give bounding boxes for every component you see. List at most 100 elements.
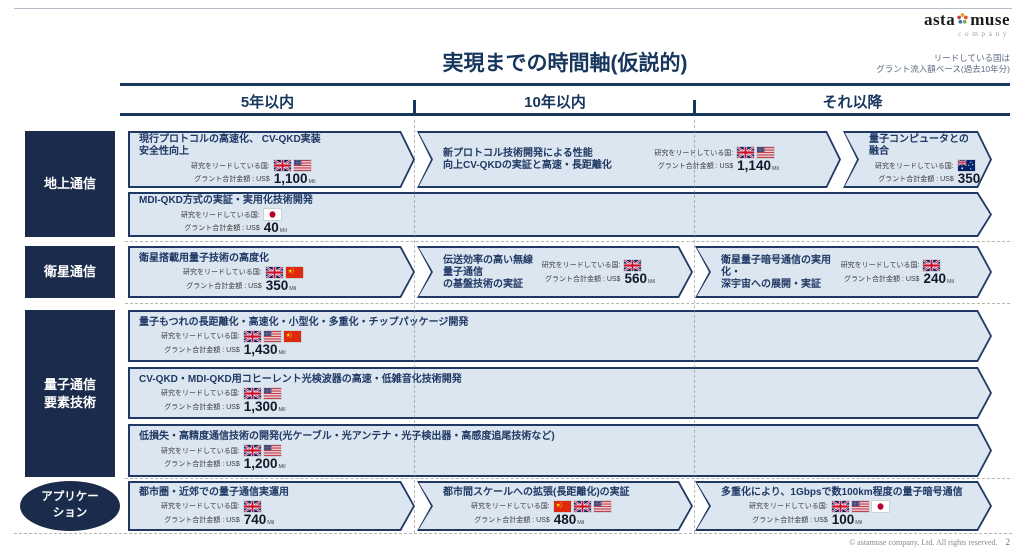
page-number: 2	[1005, 537, 1011, 547]
box-title: 新プロトコル技術開発による性能 向上CV-QKDの実証と高速・長距離化	[443, 148, 612, 171]
grant-amount: 350	[957, 171, 981, 187]
grant-unit: Mil	[946, 278, 954, 285]
lead-countries-flags	[274, 160, 316, 171]
lead-countries-flags	[244, 388, 286, 399]
lead-countries-label: 研究をリードしている国:	[191, 162, 270, 170]
lead-countries-label: 研究をリードしている国:	[875, 162, 954, 170]
astamuse-logo: asta muse company	[924, 11, 1010, 38]
grant-unit: Mil	[577, 519, 585, 526]
lead-countries-flags	[244, 331, 301, 342]
timeline-box: 多重化により、1Gbpsで数100km程度の量子暗号通信研究をリードしている国:…	[695, 481, 992, 531]
timeline-box: 量子もつれの長距離化・高速化・小型化・多重化・チップパッケージ開発研究をリードし…	[128, 310, 992, 362]
grant-amount: 560	[624, 270, 647, 286]
grant-unit: Mil	[771, 166, 779, 173]
grant-amount: 100	[831, 511, 855, 527]
row-label-satellite-comm: 衛星通信	[25, 246, 115, 298]
cn-flag-icon	[284, 331, 301, 342]
timeline-box: MDI-QKD方式の実証・実用化技術開発研究をリードしている国:グラント合計金額…	[128, 192, 992, 237]
logo-flower-icon	[956, 11, 969, 28]
grant-amount: 1,430	[243, 341, 278, 357]
grant-total-label: グラント合計金額 : US$	[843, 275, 920, 283]
copyright-text: © astamuse company, Ltd. All rights rese…	[849, 538, 998, 547]
row-separator-3	[125, 478, 1010, 479]
box-title: 都市間スケールへの拡張(長距離化)の実証	[443, 486, 630, 498]
uk-flag-icon	[244, 331, 261, 342]
timeline-box: 伝送効率の高い無線量子通信 の基盤技術の実証研究をリードしている国:グラント合計…	[417, 246, 693, 298]
us-flag-icon	[264, 331, 281, 342]
top-rule	[14, 8, 1012, 9]
grant-unit: Mil	[289, 285, 297, 292]
grant-total-label: グラント合計金額 : US$	[164, 516, 240, 524]
grant-total-label: グラント合計金額 : US$	[186, 282, 262, 290]
row-label-element-tech: 量子通信 要素技術	[25, 310, 115, 477]
timeline-box-fill	[845, 133, 990, 186]
column-header-10y: 10年以内	[524, 94, 586, 111]
us-flag-icon	[594, 501, 611, 512]
grant-total-label: グラント合計金額 : US$	[752, 516, 828, 524]
grant-unit: Mil	[647, 278, 655, 285]
grant-unit: Mil	[278, 464, 286, 471]
timeline-box: 低損失・高精度通信技術の開発(光ケーブル・光アンテナ・光子検出器・高感度追尾技術…	[128, 424, 992, 477]
grant-total-label: グラント合計金額 : US$	[164, 403, 240, 411]
uk-flag-icon	[266, 267, 283, 278]
box-title: 多重化により、1Gbpsで数100km程度の量子暗号通信	[721, 486, 963, 498]
lead-countries-label: 研究をリードしている国:	[161, 447, 240, 455]
uk-flag-icon	[274, 160, 291, 171]
timeline-axis	[120, 113, 1010, 116]
lead-countries-flags	[923, 260, 954, 271]
timeline-box-fill	[130, 133, 413, 186]
grant-total-label: グラント合計金額 : US$	[878, 176, 954, 183]
footer: © astamuse company, Ltd. All rights rese…	[849, 537, 1010, 547]
cn-flag-icon	[554, 501, 571, 512]
timeline-box: 都市圏・近郊での量子通信実運用研究をリードしている国:グラント合計金額 : US…	[128, 481, 415, 531]
lead-countries-label: 研究をリードしている国:	[181, 211, 260, 219]
grant-amount: 740	[243, 511, 267, 527]
cn-flag-icon	[286, 267, 303, 278]
us-flag-icon	[264, 388, 281, 399]
lead-countries-flags	[244, 445, 286, 456]
box-title: 量子コンピュータとの融合	[869, 134, 969, 158]
box-title: 量子もつれの長距離化・高速化・小型化・多重化・チップパッケージ開発	[139, 316, 469, 328]
vertical-dashed-guide-2	[694, 120, 695, 533]
grant-amount: 1,100	[273, 171, 308, 187]
lead-countries-flags	[624, 260, 655, 271]
row-label-application: アプリケー ション	[20, 481, 120, 531]
us-flag-icon	[757, 147, 774, 158]
grant-unit: Mil	[278, 406, 286, 413]
lead-countries-flags	[266, 267, 303, 278]
uk-flag-icon	[832, 501, 849, 512]
timeline-box: 衛星搭載用量子技術の高度化研究をリードしている国:グラント合計金額 : US$3…	[128, 246, 415, 298]
row-separator-1	[125, 241, 1010, 242]
timeline-box: 衛星量子暗号通信の実用化・ 深宇宙への展開・実証研究をリードしている国:グラント…	[695, 246, 992, 298]
uk-flag-icon	[923, 260, 940, 271]
grant-total-label: グラント合計金額 : US$	[474, 516, 550, 524]
au-flag-icon	[958, 160, 975, 171]
timeline-box-fill	[130, 483, 413, 529]
row-label-ground-comm: 地上通信	[25, 131, 115, 237]
grant-unit: Mil	[279, 228, 287, 235]
grant-unit: Mil	[981, 179, 989, 186]
lead-countries-flags	[264, 209, 287, 220]
grant-amount: 240	[923, 270, 946, 286]
header-note: リードしている国は グラント流入額ベース(過去10年分)	[876, 53, 1010, 75]
timeline-box-fill	[419, 248, 691, 296]
uk-flag-icon	[737, 147, 754, 158]
column-header-later: それ以降	[822, 94, 883, 111]
box-title: 衛星量子暗号通信の実用化・ 深宇宙への展開・実証	[721, 254, 831, 290]
grant-total-label: グラント合計金額 : US$	[184, 225, 260, 232]
